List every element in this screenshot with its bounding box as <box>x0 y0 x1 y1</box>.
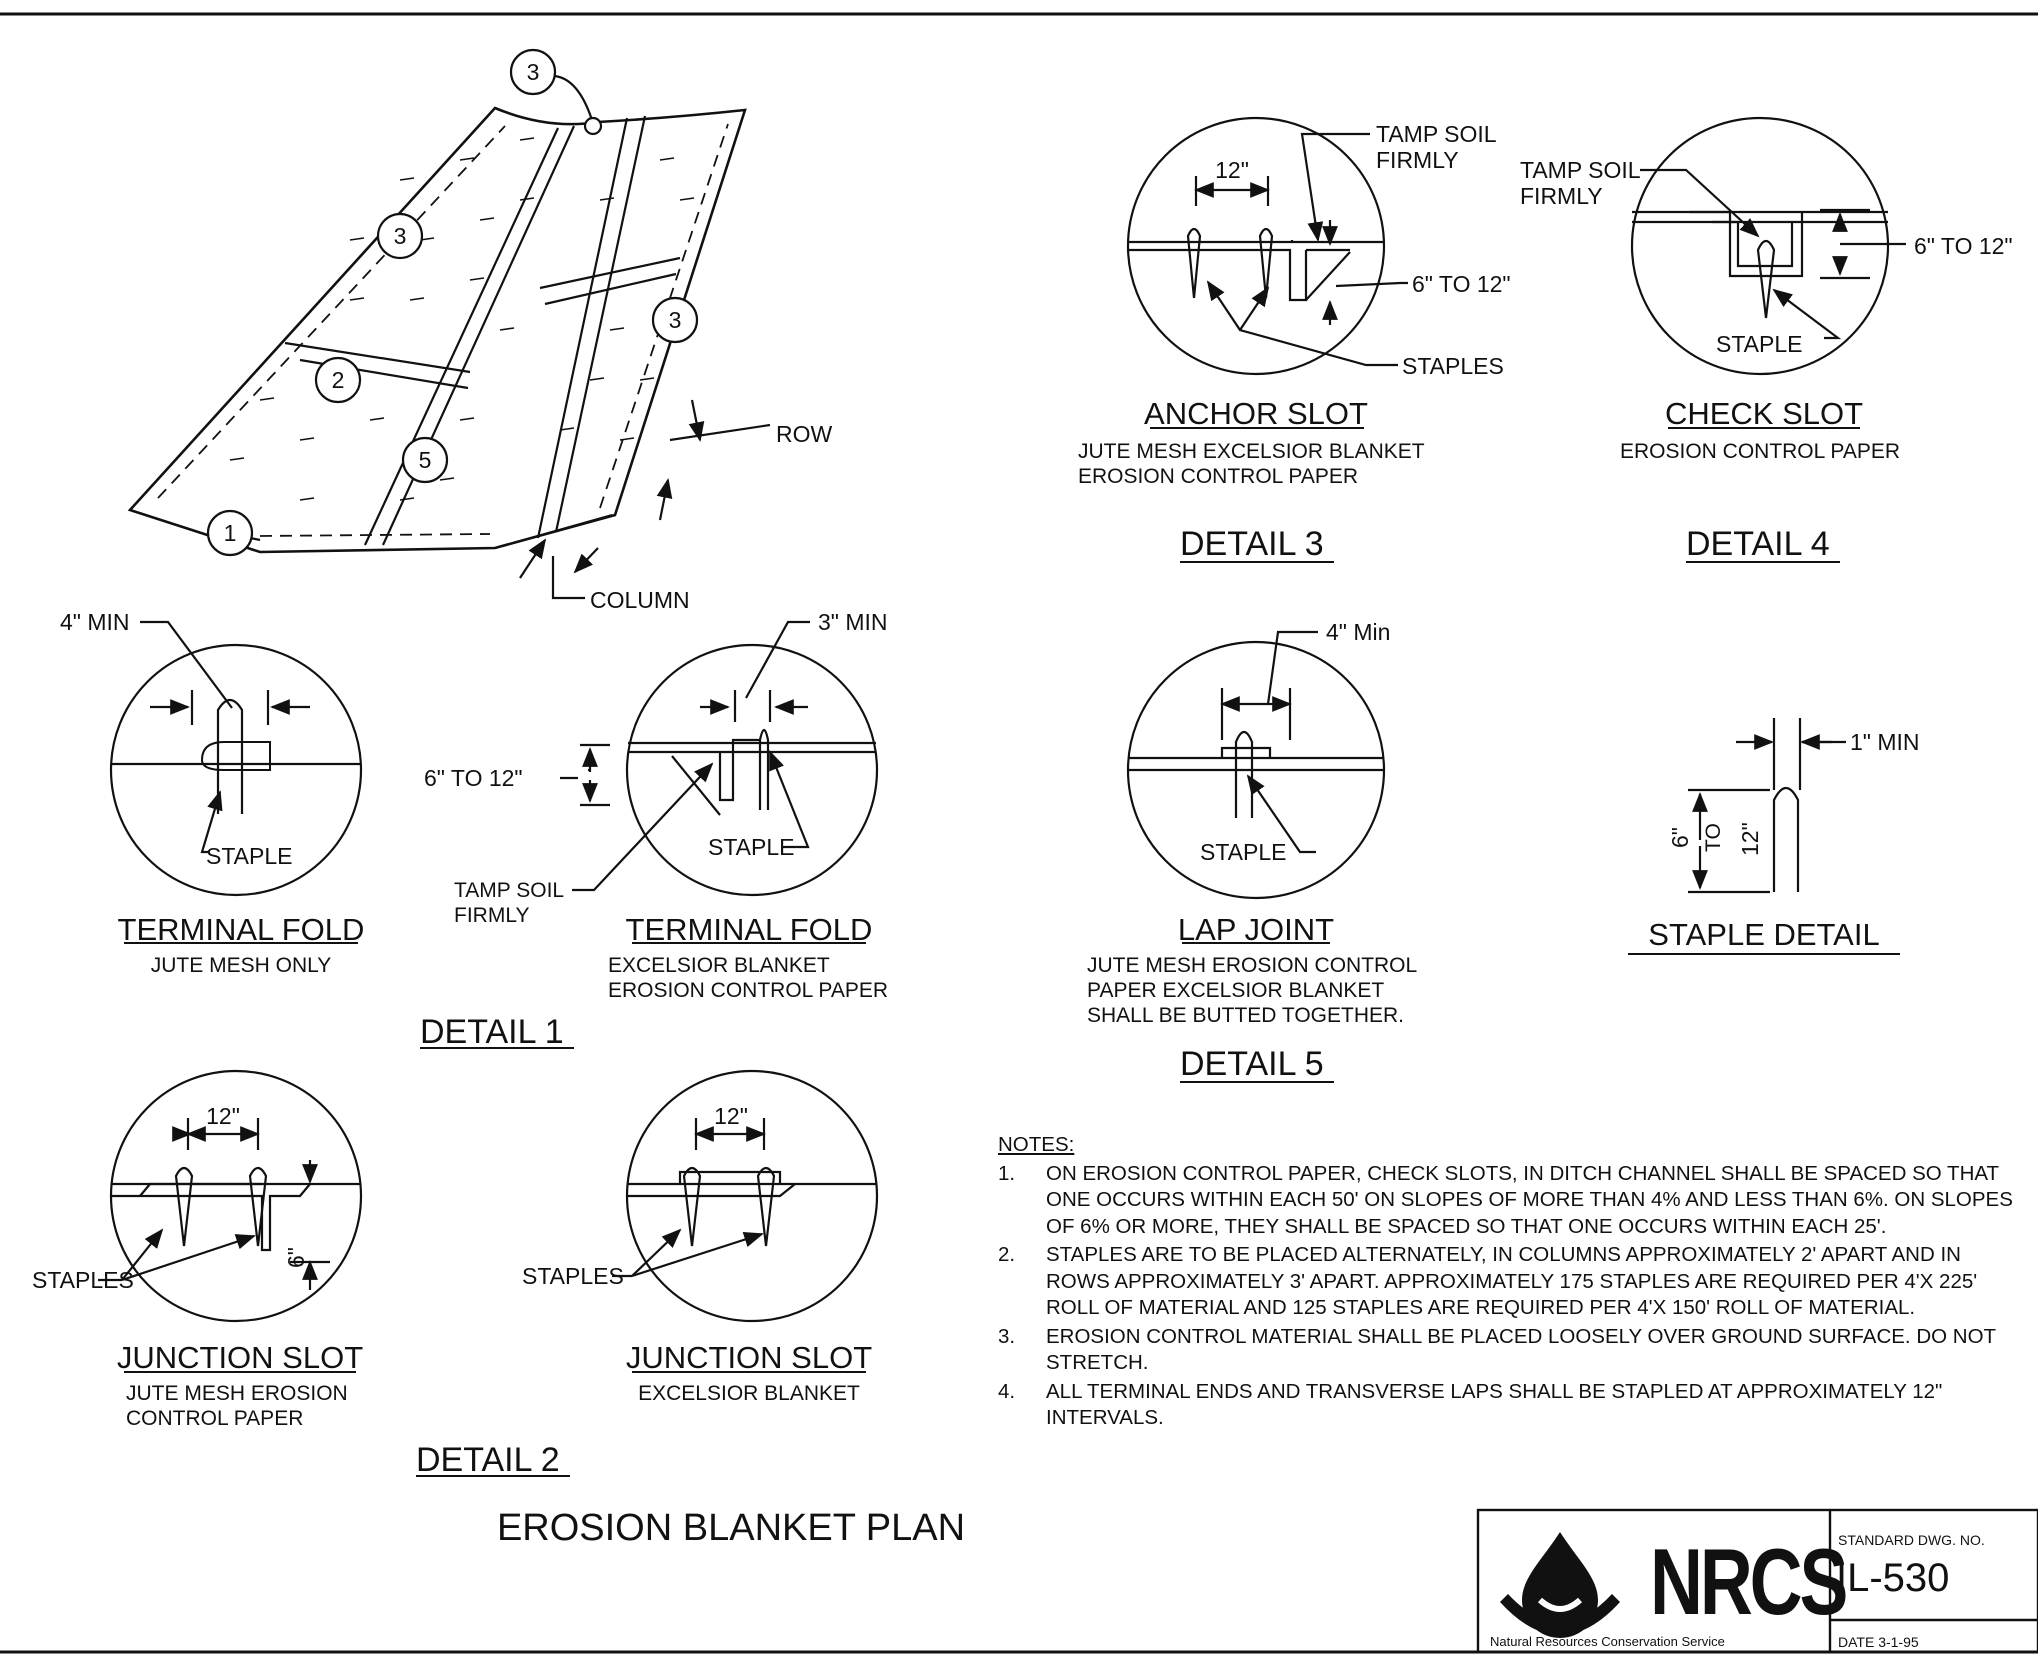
note-text: ALL TERMINAL ENDS AND TRANSVERSE LAPS SH… <box>1046 1379 1943 1430</box>
d3-tamp1: TAMP SOIL <box>1376 121 1497 147</box>
callout-3-top <box>509 48 557 96</box>
detail5-label: DETAIL 5 <box>1180 1045 1324 1083</box>
d5-sub2: PAPER EXCELSIOR BLANKET <box>1087 979 1384 1002</box>
tf1-staple: STAPLE <box>206 843 293 869</box>
staple-width: 1" MIN <box>1850 729 1920 755</box>
note-item: 2. STAPLES ARE TO BE PLACED ALTERNATELY, … <box>998 1242 2028 1322</box>
nrcs-drop-logo <box>1500 1532 1620 1638</box>
d3-sub1: JUTE MESH EXCELSIOR BLANKET <box>1078 440 1425 463</box>
staple-h3: 12" <box>1737 822 1763 856</box>
nrcs-logo-text: NRCS <box>1650 1529 1848 1634</box>
terminal-fold-jute-circle <box>109 643 363 897</box>
callout-3-top-num: 3 <box>527 59 540 85</box>
callout-5 <box>401 436 449 484</box>
js2-sub: EXCELSIOR BLANKET <box>638 1382 860 1405</box>
d5-sub1: JUTE MESH EROSION CONTROL <box>1087 954 1417 977</box>
js1-sub2: CONTROL PAPER <box>126 1407 303 1430</box>
js2-staples: STAPLES <box>522 1263 624 1289</box>
tf2-tamp2: FIRMLY <box>454 904 529 927</box>
note-text: ON EROSION CONTROL PAPER, CHECK SLOTS, I… <box>1046 1161 2013 1238</box>
tf2-staple: STAPLE <box>708 834 795 860</box>
d3-dim: 12" <box>1215 157 1249 183</box>
d3-sub2: EROSION CONTROL PAPER <box>1078 465 1358 488</box>
callout-1 <box>206 509 254 557</box>
d4-title: CHECK SLOT <box>1665 396 1863 431</box>
detail3-label: DETAIL 3 <box>1180 525 1324 563</box>
staple-h1: 6" <box>1667 827 1693 848</box>
callout-5-num: 5 <box>419 447 432 473</box>
junction-slot-jute-circle <box>109 1069 363 1323</box>
tf1-dim: 4" MIN <box>60 609 130 635</box>
column-label: COLUMN <box>590 587 690 613</box>
drawing-date: DATE 3-1-95 <box>1838 1634 1919 1650</box>
staple-title: STAPLE DETAIL <box>1648 917 1879 952</box>
standard-dwg-number: IL-530 <box>1836 1556 1950 1600</box>
note-number: 2. <box>998 1243 1016 1266</box>
note-text: STAPLES ARE TO BE PLACED ALTERNATELY, IN… <box>1046 1243 1978 1319</box>
callout-1-num: 1 <box>224 520 237 546</box>
js1-depth: 6" <box>283 1247 309 1268</box>
detail1-label: DETAIL 1 <box>420 1013 564 1051</box>
title-block: NRCS Natural Resources Conservation Serv… <box>1478 1510 2038 1652</box>
d4-tamp2: FIRMLY <box>1520 183 1603 209</box>
staple-shape <box>1772 786 1800 892</box>
d3-title: ANCHOR SLOT <box>1144 396 1368 431</box>
note-number: 1. <box>998 1161 1016 1185</box>
d4-sub: EROSION CONTROL PAPER <box>1620 440 1900 463</box>
detail2-label: DETAIL 2 <box>416 1441 560 1479</box>
tf2-sub2: EROSION CONTROL PAPER <box>608 979 888 1002</box>
notes-list: 1. ON EROSION CONTROL PAPER, CHECK SLOTS,… <box>998 1161 2028 1432</box>
d5-dim: 4" Min <box>1326 619 1390 645</box>
d4-staple: STAPLE <box>1716 331 1803 357</box>
tf2-dim: 3" MIN <box>818 609 888 635</box>
js1-title: JUNCTION SLOT <box>117 1340 363 1375</box>
tf1-sub: JUTE MESH ONLY <box>151 954 331 977</box>
d5-title: LAP JOINT <box>1178 912 1334 947</box>
tf1-title: TERMINAL FOLD <box>118 912 365 947</box>
d4-tamp1: TAMP SOIL <box>1520 157 1641 183</box>
notes-header: NOTES: <box>998 1133 1075 1156</box>
js1-staples: STAPLES <box>32 1267 134 1293</box>
note-number: 4. <box>998 1379 1016 1403</box>
callout-2 <box>314 356 362 404</box>
notes-block: NOTES: 1. ON EROSION CONTROL PAPER, CHECK… <box>998 1132 2028 1434</box>
note-item: 3. EROSION CONTROL MATERIAL SHALL BE PLAC… <box>998 1324 2028 1377</box>
tf2-depth: 6" TO 12" <box>424 765 523 791</box>
staple-h2: TO <box>1702 823 1725 852</box>
d3-staples: STAPLES <box>1402 353 1504 379</box>
d5-staple: STAPLE <box>1200 839 1287 865</box>
detail4-label: DETAIL 4 <box>1686 525 1830 563</box>
check-slot-circle <box>1630 116 1890 376</box>
terminal-fold-excelsior-circle <box>625 643 879 897</box>
note-text: EROSION CONTROL MATERIAL SHALL BE PLACED… <box>1046 1324 1996 1375</box>
tf2-title: TERMINAL FOLD <box>626 912 873 947</box>
d3-depth: 6" TO 12" <box>1412 271 1511 297</box>
callout-3-right-num: 3 <box>669 307 682 333</box>
note-item: 4. ALL TERMINAL ENDS AND TRANSVERSE LAPS … <box>998 1379 2028 1432</box>
tf2-sub1: EXCELSIOR BLANKET <box>608 954 830 977</box>
agency-name: Natural Resources Conservation Service <box>1490 1634 1725 1649</box>
d5-sub3: SHALL BE BUTTED TOGETHER. <box>1087 1004 1404 1027</box>
d4-depth: 6" TO 12" <box>1914 233 2013 259</box>
tf2-tamp1: TAMP SOIL <box>454 879 564 902</box>
callout-3-left-num: 3 <box>394 223 407 249</box>
d3-tamp2: FIRMLY <box>1376 147 1459 173</box>
js2-title: JUNCTION SLOT <box>626 1340 872 1375</box>
junction-slot-excelsior-circle <box>625 1069 879 1323</box>
note-item: 1. ON EROSION CONTROL PAPER, CHECK SLOTS,… <box>998 1161 2028 1241</box>
js2-dim: 12" <box>714 1103 748 1129</box>
callout-3-right <box>651 296 699 344</box>
standard-dwg-label: STANDARD DWG. NO. <box>1838 1532 1985 1548</box>
js1-dim: 12" <box>206 1103 240 1129</box>
note-number: 3. <box>998 1324 1016 1348</box>
js1-sub1: JUTE MESH EROSION <box>126 1382 348 1405</box>
title-block-frame <box>1476 1508 2038 1654</box>
row-label: ROW <box>776 421 833 447</box>
callout-2-num: 2 <box>332 367 345 393</box>
plan-title: EROSION BLANKET PLAN <box>497 1507 965 1549</box>
anchor-slot-circle <box>1126 116 1386 376</box>
callout-3-left <box>376 212 424 260</box>
